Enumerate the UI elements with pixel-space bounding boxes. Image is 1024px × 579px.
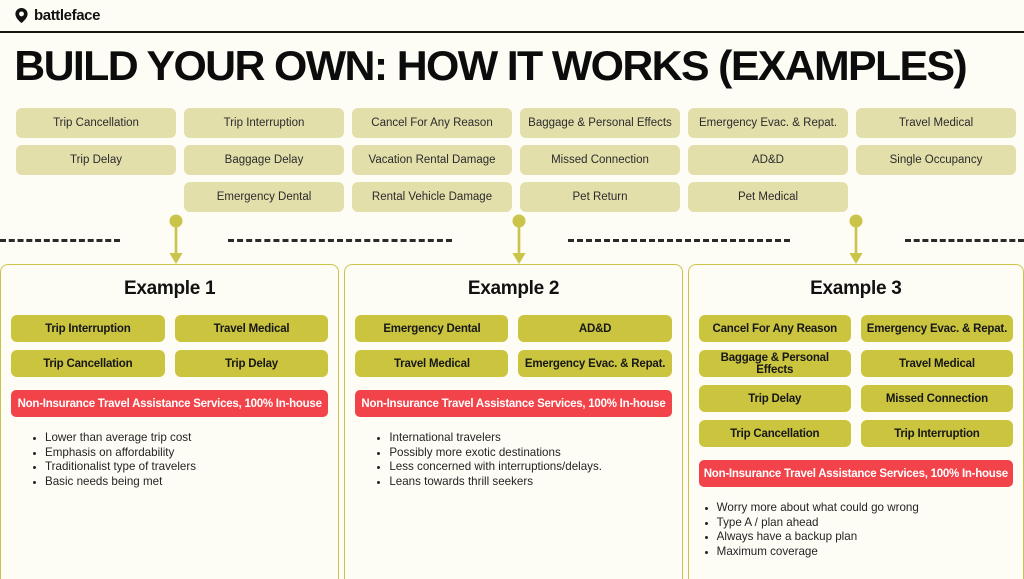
- example-1-title: Example 1: [124, 278, 216, 299]
- example-chip[interactable]: Travel Medical: [174, 315, 329, 342]
- example-3-banner: Non-Insurance Travel Assistance Services…: [698, 460, 1013, 487]
- example-chip[interactable]: Cancel For Any Reason: [698, 315, 851, 342]
- example-3-chips: Cancel For Any Reason Emergency Evac. & R…: [689, 315, 1023, 447]
- bullet-item: Basic needs being met: [32, 475, 338, 490]
- example-chip[interactable]: Baggage & Personal Effects: [698, 350, 851, 377]
- coverage-chip[interactable]: Missed Connection: [520, 145, 680, 175]
- coverage-chip[interactable]: Trip Delay: [16, 145, 176, 175]
- coverage-chip[interactable]: Emergency Evac. & Repat.: [688, 108, 848, 138]
- coverage-chip[interactable]: Rental Vehicle Damage: [352, 182, 512, 212]
- bullet-item: Worry more about what could go wrong: [704, 501, 1023, 516]
- example-2-title: Example 2: [467, 278, 560, 299]
- coverage-chip[interactable]: Vacation Rental Damage: [352, 145, 512, 175]
- down-arrow-icon-2: [512, 214, 526, 264]
- bullet-item: Lower than average trip cost: [32, 431, 338, 446]
- example-3-title: Example 3: [810, 278, 902, 299]
- divider-dashed-3: [568, 239, 790, 242]
- example-chip[interactable]: Trip Interruption: [11, 315, 165, 342]
- example-2-chips: Emergency Dental AD&D Travel Medical Emerge…: [345, 315, 681, 377]
- example-chip[interactable]: Travel Medical: [355, 350, 509, 377]
- divider-dashed-1: [0, 239, 120, 242]
- bullet-item: Type A / plan ahead: [704, 516, 1023, 531]
- example-panel-2: Example 2 Emergency Dental AD&D Travel Med…: [344, 264, 683, 579]
- coverage-grid: Trip Cancellation Trip Interruption Cancel…: [16, 108, 1024, 212]
- coverage-chip[interactable]: Pet Medical: [688, 182, 848, 212]
- bullet-item: Leans towards thrill seekers: [377, 475, 681, 490]
- brand-bar: battleface: [0, 0, 1024, 33]
- coverage-chip[interactable]: AD&D: [688, 145, 848, 175]
- divider-dashed-2: [228, 239, 452, 242]
- divider-dashed-4: [905, 239, 1024, 242]
- coverage-chip[interactable]: Baggage Delay: [184, 145, 344, 175]
- example-chip[interactable]: Trip Cancellation: [11, 350, 165, 377]
- example-2-banner: Non-Insurance Travel Assistance Services…: [355, 390, 672, 417]
- bullet-item: International travelers: [377, 431, 681, 446]
- bullet-item: Emphasis on affordability: [32, 446, 338, 461]
- location-pin-icon: [15, 8, 28, 23]
- connector-band: [0, 214, 1024, 266]
- example-chip[interactable]: Emergency Dental: [355, 315, 509, 342]
- page-title: BUILD YOUR OWN: HOW IT WORKS (EXAMPLES): [14, 42, 967, 89]
- coverage-chip[interactable]: Emergency Dental: [184, 182, 344, 212]
- example-panel-3: Example 3 Cancel For Any Reason Emergency…: [687, 264, 1024, 579]
- example-1-banner: Non-Insurance Travel Assistance Services…: [11, 390, 329, 417]
- bullet-item: Traditionalist type of travelers: [32, 460, 338, 475]
- brand-name: battleface: [34, 7, 101, 24]
- coverage-chip[interactable]: Cancel For Any Reason: [352, 108, 512, 138]
- example-chip[interactable]: Emergency Evac. & Repat.: [860, 315, 1013, 342]
- down-arrow-icon-3: [849, 214, 863, 264]
- coverage-chip-empty: [856, 182, 1016, 212]
- example-chip[interactable]: Trip Delay: [174, 350, 329, 377]
- coverage-chip-empty: [16, 182, 176, 212]
- bullet-item: Possibly more exotic destinations: [377, 446, 681, 461]
- down-arrow-icon-1: [169, 214, 183, 264]
- example-chip[interactable]: Trip Delay: [698, 385, 851, 412]
- bullet-item: Less concerned with interruptions/delays…: [377, 460, 681, 475]
- coverage-chip[interactable]: Trip Interruption: [184, 108, 344, 138]
- coverage-chip[interactable]: Single Occupancy: [856, 145, 1016, 175]
- example-chip[interactable]: Trip Interruption: [860, 420, 1013, 447]
- brand-logo[interactable]: battleface: [15, 7, 100, 24]
- coverage-chip[interactable]: Trip Cancellation: [16, 108, 176, 138]
- example-chip[interactable]: Missed Connection: [860, 385, 1013, 412]
- example-panel-1: Example 1 Trip Interruption Travel Medica…: [0, 264, 340, 579]
- example-chip[interactable]: AD&D: [518, 315, 672, 342]
- coverage-chip[interactable]: Baggage & Personal Effects: [520, 108, 680, 138]
- example-chip[interactable]: Emergency Evac. & Repat.: [518, 350, 672, 377]
- coverage-chip[interactable]: Pet Return: [520, 182, 680, 212]
- example-chip[interactable]: Travel Medical: [860, 350, 1013, 377]
- example-chip[interactable]: Trip Cancellation: [698, 420, 851, 447]
- bullet-item: Maximum coverage: [704, 545, 1023, 560]
- coverage-chip[interactable]: Travel Medical: [856, 108, 1016, 138]
- bullet-item: Always have a backup plan: [704, 530, 1023, 545]
